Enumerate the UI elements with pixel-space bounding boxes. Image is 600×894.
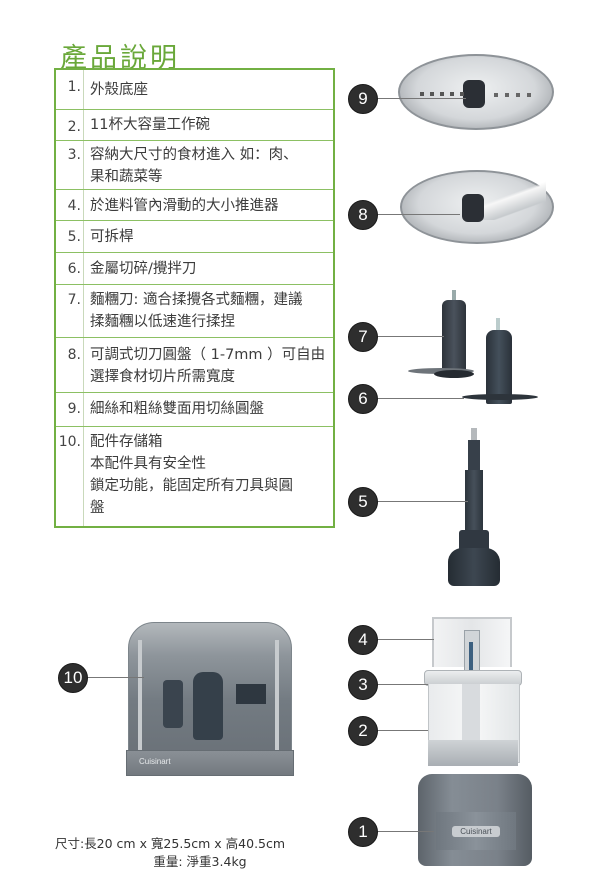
callout-badge-1: 1 [348,817,378,847]
weight-text: 重量: 淨重3.4kg [153,854,247,869]
item-number: 2. [56,110,84,140]
case-logo: Cuisinart [139,757,171,766]
table-row: 7. 麵糰刀: 適合揉攪各式麵糰，建議 揉麵糰以低速進行揉捏 [56,285,333,338]
callout-line-8 [374,214,460,215]
callout-badge-5: 5 [348,487,378,517]
item-number: 1. [56,70,84,109]
item-description: 於進料管內滑動的大小推進器 [90,198,279,214]
item-description: 可拆桿 [90,229,134,245]
callout-badge-4: 4 [348,625,378,655]
item-description: 外殼底座 [90,82,148,98]
parts-list-table: 1. 外殼底座 2. 11杯大容量工作碗 3. 容納大尺寸的食材進入 如：肉、 … [54,68,335,528]
item-number: 10. [56,427,84,526]
item-number: 3. [56,141,84,189]
callout-line-10 [86,677,144,678]
item-number: 5. [56,221,84,252]
callout-badge-6: 6 [348,384,378,414]
item-description: 可調式切刀圓盤（ 1-7mm ）可自由 選擇食材切片所需寬度 [90,347,326,385]
item-number: 6. [56,253,84,284]
item-number: 9. [56,393,84,426]
callout-line-5 [374,501,468,502]
table-row: 4. 於進料管內滑動的大小推進器 [56,190,333,221]
callout-line-9 [374,98,466,99]
item-description: 11杯大容量工作碗 [90,117,210,133]
table-row: 3. 容納大尺寸的食材進入 如：肉、 果和蔬菜等 [56,141,333,190]
table-row: 6. 金屬切碎/攪拌刀 [56,253,333,285]
item-description: 金屬切碎/攪拌刀 [90,261,197,277]
callout-badge-9: 9 [348,84,378,114]
callout-badge-7: 7 [348,322,378,352]
table-row: 10. 配件存儲箱 本配件具有安全性 鎖定功能，能固定所有刀具與圓 盤 [56,427,333,526]
callout-line-3 [374,684,428,685]
brand-logo: Cuisinart [452,826,500,837]
callout-line-7 [374,336,444,337]
item-description: 細絲和粗絲雙面用切絲圓盤 [90,401,264,417]
item-description: 配件存儲箱 本配件具有安全性 鎖定功能，能固定所有刀具與圓 盤 [90,434,293,516]
callout-badge-3: 3 [348,670,378,700]
item-number: 7. [56,285,84,337]
table-row: 1. 外殼底座 [56,70,333,110]
callout-line-6 [374,398,464,399]
item-number: 4. [56,190,84,220]
table-row: 2. 11杯大容量工作碗 [56,110,333,141]
table-row: 8. 可調式切刀圓盤（ 1-7mm ）可自由 選擇食材切片所需寬度 [56,338,333,393]
dimensions-text: 尺寸:長20 cm x 寬25.5cm x 高40.5cm [54,836,286,851]
disc-hub [463,80,485,108]
table-row: 5. 可拆桿 [56,221,333,253]
callout-line-1 [374,831,434,832]
callout-line-4 [374,639,434,640]
table-row: 9. 細絲和粗絲雙面用切絲圓盤 [56,393,333,427]
callout-badge-10: 10 [58,663,88,693]
disc-hub [462,194,484,222]
item-number: 8. [56,338,84,392]
item-description: 麵糰刀: 適合揉攪各式麵糰，建議 揉麵糰以低速進行揉捏 [90,292,303,330]
callout-badge-8: 8 [348,200,378,230]
item-description: 容納大尺寸的食材進入 如：肉、 果和蔬菜等 [90,147,298,185]
callout-badge-2: 2 [348,716,378,746]
callout-line-2 [374,730,428,731]
